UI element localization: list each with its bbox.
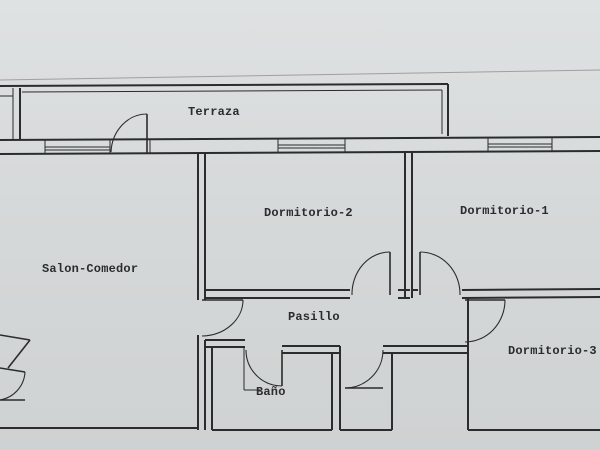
bath-fixture xyxy=(243,347,260,391)
bedroom1-walls xyxy=(412,288,600,299)
bedroom1-door xyxy=(419,251,461,296)
living-room-door xyxy=(201,299,244,337)
room-label-bedroom1: Dormitorio-1 xyxy=(460,204,549,218)
bedroom3-walls xyxy=(467,298,600,431)
bath-door xyxy=(245,349,283,387)
room-label-hall: Pasillo xyxy=(288,310,340,324)
room-label-bedroom3: Dormitorio-3 xyxy=(508,344,597,358)
bedroom2-walls xyxy=(204,153,413,300)
exterior-wall xyxy=(0,136,600,155)
exterior-windows xyxy=(45,143,552,151)
closet-door xyxy=(344,349,384,389)
hallway-walls xyxy=(204,339,468,431)
bedroom3-door xyxy=(464,299,506,343)
room-label-bedroom2: Dormitorio-2 xyxy=(264,206,353,220)
room-label-bath: Baño xyxy=(256,385,286,399)
paper-edge-line xyxy=(0,69,600,81)
room-label-terrace: Terraza xyxy=(188,105,240,119)
left-double-door xyxy=(0,334,31,401)
bedroom2-door xyxy=(351,251,391,296)
room-label-living: Salon-Comedor xyxy=(42,262,139,276)
terrace-door xyxy=(110,113,148,154)
terrace-walls xyxy=(0,83,449,140)
living-room-walls xyxy=(0,154,199,430)
